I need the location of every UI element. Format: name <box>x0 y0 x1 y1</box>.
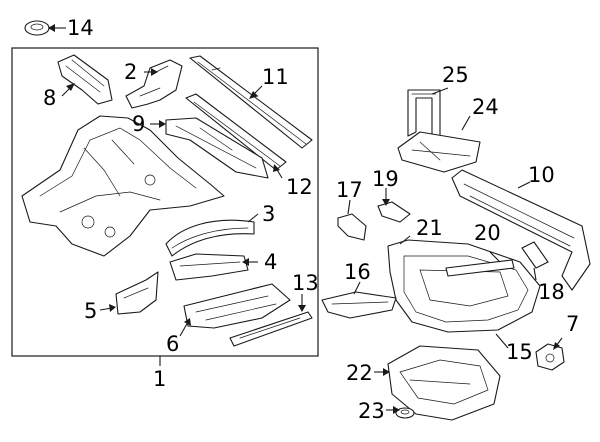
part-3-wheelhouse[interactable] <box>165 219 255 257</box>
part-19-bracket[interactable] <box>377 201 411 223</box>
callout-4: 4 <box>264 250 277 274</box>
callout-25: 25 <box>442 63 469 87</box>
callout-7: 7 <box>566 312 579 336</box>
part-10-reinforcement[interactable] <box>451 169 591 291</box>
part-5-bracket[interactable] <box>115 271 159 315</box>
callout-3: 3 <box>262 202 275 226</box>
part-7-mount[interactable] <box>535 343 565 371</box>
callout-19: 19 <box>372 167 399 191</box>
part-20-rail[interactable] <box>445 259 515 277</box>
callout-15: 15 <box>506 340 533 364</box>
callout-13: 13 <box>292 271 319 295</box>
callout-22: 22 <box>346 361 373 385</box>
part-23-clip[interactable] <box>395 407 415 419</box>
callout-1: 1 <box>153 367 166 391</box>
callout-9: 9 <box>132 112 145 136</box>
callout-8: 8 <box>43 86 56 110</box>
callout-18: 18 <box>538 280 565 304</box>
callout-2: 2 <box>124 60 137 84</box>
callout-6: 6 <box>166 332 179 356</box>
part-6-extension[interactable] <box>183 283 291 329</box>
callout-17: 17 <box>336 178 363 202</box>
callout-23: 23 <box>358 399 385 423</box>
callout-14: 14 <box>67 16 94 40</box>
leader-lines <box>48 24 563 414</box>
callout-20: 20 <box>474 221 501 245</box>
part-2-bracket[interactable] <box>125 59 183 109</box>
part-13-strip[interactable] <box>229 311 313 347</box>
part-16-bracket[interactable] <box>321 291 397 319</box>
part-17-bracket[interactable] <box>337 213 367 241</box>
part-8-bracket[interactable] <box>57 54 113 105</box>
part-14-grommet[interactable] <box>24 20 50 36</box>
assembly-frame <box>11 47 319 357</box>
part-4-panel[interactable] <box>169 253 249 281</box>
callout-10: 10 <box>528 163 555 187</box>
callout-5: 5 <box>84 299 97 323</box>
callout-24: 24 <box>472 95 499 119</box>
callout-12: 12 <box>286 175 313 199</box>
rear-floor-pan[interactable] <box>21 115 225 257</box>
part-18-bracket[interactable] <box>521 241 549 269</box>
callout-16: 16 <box>344 260 371 284</box>
part-24-tray[interactable] <box>397 131 481 173</box>
callout-21: 21 <box>416 216 443 240</box>
part-15-spare-well[interactable] <box>387 239 541 333</box>
callout-11: 11 <box>262 65 289 89</box>
part-22-cover[interactable] <box>387 345 501 421</box>
part-12-rail[interactable] <box>185 93 287 171</box>
part-9-member[interactable] <box>165 117 269 179</box>
